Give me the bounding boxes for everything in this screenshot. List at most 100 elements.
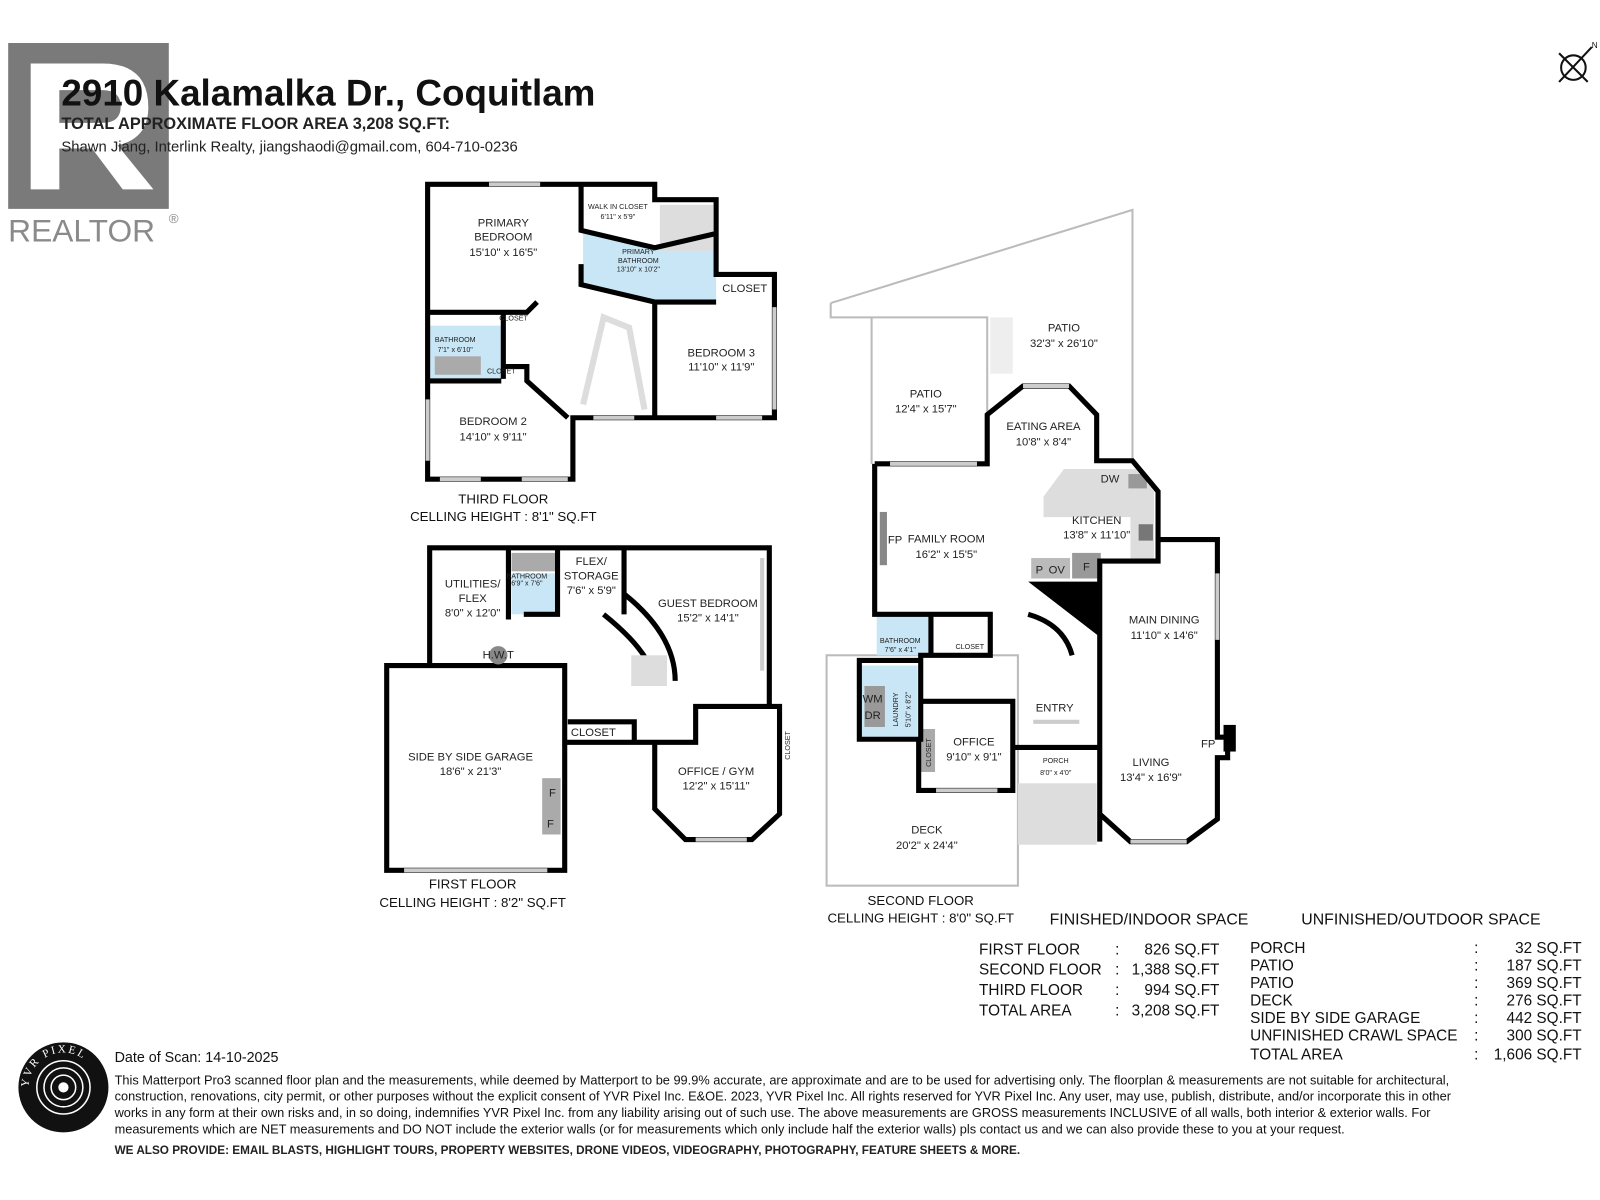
room-label: LIVING <box>1132 757 1169 769</box>
room-size: 6'9" x 7'6" <box>511 580 543 588</box>
room-size: 7'6" x 4'1" <box>885 646 917 654</box>
svg-text:SECOND FLOOR: SECOND FLOOR <box>979 962 1102 979</box>
ceiling-height: CELLING HEIGHT : 8'2" SQ.FT <box>379 895 565 910</box>
room-size: 12'4" x 15'7" <box>895 404 957 416</box>
room-size: 9'10" x 9'1" <box>946 752 1001 764</box>
room-label: BEDROOM 3 <box>687 347 754 359</box>
room-size: 8'0" x 4'0" <box>1040 769 1072 777</box>
table-row: PATIO:187 SQ.FT <box>1250 958 1582 975</box>
registered-mark: ® <box>169 211 179 226</box>
room-label: MAIN DINING <box>1129 615 1200 627</box>
svg-text::: : <box>1474 1047 1478 1064</box>
room-size: 10'8" x 8'4" <box>1016 436 1071 448</box>
floor-name: FIRST FLOOR <box>429 877 517 892</box>
fixture-label: OV <box>1049 564 1066 576</box>
room-label: UTILITIES/ <box>445 579 501 591</box>
fixture-label: DR <box>865 710 881 722</box>
fireplace-icon <box>879 511 887 566</box>
disclaimer-line: construction, renovations, city permit, … <box>115 1089 1452 1104</box>
room-label: LAUNDRY <box>892 692 900 726</box>
disclaimer-line: This Matterport Pro3 scanned floor plan … <box>115 1072 1450 1087</box>
finished-space-table: FINISHED/INDOOR SPACE FIRST FLOOR:826 SQ… <box>979 912 1248 1020</box>
room-label: STORAGE <box>564 571 619 583</box>
room-label: BATHROOM <box>435 336 476 344</box>
fixture-label: DW <box>1101 473 1120 485</box>
fixture-label: F <box>547 818 554 830</box>
room-size: 11'10" x 14'6" <box>1131 630 1198 642</box>
table-row: PATIO:369 SQ.FT <box>1250 975 1582 992</box>
room-label: PATIO <box>910 388 942 400</box>
ceiling-height: CELLING HEIGHT : 8'1" SQ.FT <box>410 509 596 524</box>
compass-north-label: N <box>1592 41 1598 50</box>
porch-steps <box>1017 783 1097 845</box>
room-label: KITCHEN <box>1072 515 1121 527</box>
room-label: PRIMARY <box>622 248 655 256</box>
svg-text:PATIO: PATIO <box>1250 958 1294 975</box>
room-label: CLOSET <box>487 368 516 376</box>
water-heater-icon <box>489 646 508 665</box>
floor-name: THIRD FLOOR <box>458 492 548 507</box>
svg-text::: : <box>1474 940 1478 957</box>
fixture-label: FP <box>888 535 902 547</box>
svg-text:TOTAL AREA: TOTAL AREA <box>979 1003 1072 1020</box>
svg-text:FIRST FLOOR: FIRST FLOOR <box>979 941 1080 958</box>
svg-text:442 SQ.FT: 442 SQ.FT <box>1507 1010 1583 1027</box>
fixture-label: F <box>1083 561 1090 573</box>
stair-wall <box>1028 581 1100 637</box>
svg-text:276 SQ.FT: 276 SQ.FT <box>1507 992 1583 1009</box>
room-label: CLOSET <box>722 283 767 295</box>
scan-date: Date of Scan: 14-10-2025 <box>115 1050 279 1066</box>
fixture-label: FP <box>1201 738 1215 750</box>
room-label: FLEX/ <box>576 556 608 568</box>
svg-text:PORCH: PORCH <box>1250 940 1305 957</box>
room-label: SIDE BY SIDE GARAGE <box>408 752 533 764</box>
staircase <box>631 655 668 687</box>
table-row: THIRD FLOOR:994 SQ.FT <box>979 982 1220 999</box>
svg-text:1,606 SQ.FT: 1,606 SQ.FT <box>1494 1047 1582 1064</box>
realtor-logo: REALTOR ® <box>8 43 179 249</box>
room-label: CLOSET <box>925 738 933 767</box>
pantry-oven <box>1031 558 1071 579</box>
fixture-label: WM <box>863 693 883 705</box>
yvr-pixel-logo: YVR PIXEL <box>18 1042 109 1133</box>
room-label: FLEX <box>459 593 488 605</box>
furnace <box>542 778 561 835</box>
room-size: 15'2" x 14'1" <box>677 612 739 624</box>
table-row: TOTAL AREA:1,606 SQ.FT <box>1250 1047 1582 1064</box>
room-size: 8'0" x 12'0" <box>445 607 500 619</box>
svg-text:SIDE BY SIDE GARAGE: SIDE BY SIDE GARAGE <box>1250 1010 1420 1027</box>
svg-text::: : <box>1474 992 1478 1009</box>
svg-text:3,208 SQ.FT: 3,208 SQ.FT <box>1132 1003 1220 1020</box>
table-heading: UNFINISHED/OUTDOOR SPACE <box>1301 912 1540 929</box>
disclaimer-line: works in any form at their own risks and… <box>114 1105 1432 1120</box>
table-row: FIRST FLOOR:826 SQ.FT <box>979 941 1220 958</box>
sink-icon <box>1128 474 1147 489</box>
room-size: 6'11" x 5'9" <box>601 213 636 221</box>
table-row: DECK:276 SQ.FT <box>1250 992 1582 1009</box>
room-size: 20'2" x 24'4" <box>896 840 958 852</box>
services-line: WE ALSO PROVIDE: EMAIL BLASTS, HIGHLIGHT… <box>115 1144 1021 1157</box>
kitchen-counter <box>1043 468 1154 562</box>
bathtub-icon <box>511 552 557 572</box>
svg-text:369 SQ.FT: 369 SQ.FT <box>1507 975 1583 992</box>
unfinished-space-table: UNFINISHED/OUTDOOR SPACE PORCH:32 SQ.FT … <box>1250 912 1582 1064</box>
svg-text::: : <box>1115 1003 1119 1020</box>
room-label: BATHROOM <box>506 572 547 580</box>
svg-text::: : <box>1474 958 1478 975</box>
floor-name: SECOND FLOOR <box>868 893 974 908</box>
second-floor-plan: PATIO 32'3" x 26'10" PATIO 12'4" x 15'7"… <box>825 208 1236 926</box>
table-row: SIDE BY SIDE GARAGE:442 SQ.FT <box>1250 1010 1582 1027</box>
room-label: WALK IN CLOSET <box>588 203 648 211</box>
svg-text:32 SQ.FT: 32 SQ.FT <box>1515 940 1582 957</box>
table-row: TOTAL AREA:3,208 SQ.FT <box>979 1003 1220 1020</box>
room-label: CLOSET <box>956 643 985 651</box>
room-size: 7'6" x 5'9" <box>567 585 616 597</box>
room-size: 13'10" x 10'2" <box>617 265 661 273</box>
room-label: BEDROOM 2 <box>459 416 526 428</box>
fridge <box>1072 552 1101 579</box>
room-label: BATHROOM <box>618 257 659 265</box>
first-floor-plan: UTILITIES/ FLEX 8'0" x 12'0" BATHROOM 6'… <box>379 545 792 910</box>
room-label: PRIMARY <box>478 217 530 229</box>
svg-text:TOTAL AREA: TOTAL AREA <box>1250 1047 1343 1064</box>
